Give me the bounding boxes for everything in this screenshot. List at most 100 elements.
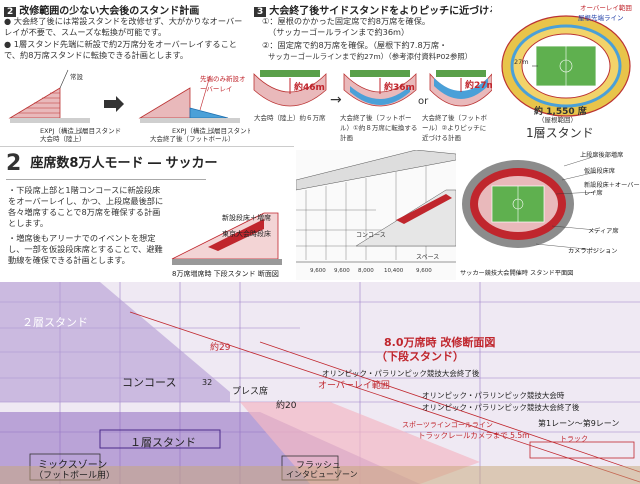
dim-5: 9,600 — [416, 268, 432, 274]
label-temp-tier: 仮設段床席 — [584, 168, 615, 175]
caption-mid: EXPJ（構造上） — [172, 127, 219, 135]
upper-tier — [0, 282, 230, 402]
dim-1: 9,600 — [310, 268, 326, 274]
svg-text:→: → — [330, 92, 342, 108]
panel-side-stand-plan: 3大会終了後サイドスタンドをよりピッチに近づける計画案 ①：屋根のかかった固定席… — [250, 0, 492, 142]
label-overlay-range: オーバーレイ範囲 — [580, 4, 632, 12]
section-title-text: 座席数8万人モード ― サッカー — [30, 156, 218, 171]
arrow-icon — [104, 96, 124, 112]
label-concourse: コンコース — [122, 376, 177, 389]
section-title-text: 大会終了後サイドスタンドをよりピッチに近づける計画案 — [269, 6, 492, 17]
label-media: メディア席 — [588, 228, 619, 235]
caption-3: 大会終了後（フットボール）②よりピッチに近づける計画 — [422, 114, 487, 142]
diagram-2 — [343, 70, 417, 107]
distance-2: 約36m — [384, 83, 415, 93]
label-overlay-range: オーバーレイ範囲 — [318, 381, 390, 391]
caption-1: 大会時（陸上）約６万席 — [254, 114, 326, 122]
renovation-title: 8.0万席時 改修断面図 — [384, 336, 496, 349]
stand-label-right: 1層目スタンド — [210, 127, 250, 135]
side-stand-diagram: → or — [253, 70, 492, 108]
lower-stand-section — [171, 212, 282, 265]
panel-stadium-plan: オーバーレイ範囲 屋根先端ライン 27m 約 1,550 席 （屋根範囲） 1層… — [492, 0, 640, 142]
plan-caption: サッカー競技大会開催時 スタンド平面図 — [460, 270, 574, 277]
label-press: プレス席 — [232, 387, 269, 397]
section-title-text: 改修範囲の少ない大会後のスタンド計画 — [19, 6, 200, 17]
label-tokyo-tier: 東京大会時段床 — [222, 230, 271, 238]
label-overlay-seats: 新設段床＋オーバーレイ席 — [584, 182, 640, 197]
caption-2: 大会終了後（フットボール）①約８万席に転換する計画 — [340, 114, 418, 142]
stand-right — [138, 87, 191, 119]
seats-count: 約 1,550 席 — [534, 107, 587, 117]
track-box — [529, 441, 635, 459]
label-after-games-2: オリンピック・パラリンピック競技大会終了後 — [422, 403, 580, 412]
renovation-section-drawing — [0, 282, 640, 484]
label-new-tier: 新設段床＋増席 — [222, 214, 271, 222]
title-underline — [6, 179, 206, 180]
bullet-1: ● 大会終了後には常設スタンドを改修せず、大がかりなオーバーレイが不要で、スムー… — [4, 16, 243, 37]
dim-3: 8,000 — [358, 268, 374, 274]
label-concourse: コンコース — [356, 232, 386, 239]
overlay-range — [240, 402, 480, 484]
dim-4: 10,400 — [384, 268, 404, 274]
caption-left: EXPJ（構造上） — [40, 127, 87, 135]
stand-right-new — [189, 107, 229, 119]
caption-left2: 大会時（陸上） — [40, 135, 86, 142]
label-flash-sub: インタビューゾーン — [286, 470, 358, 479]
label-space: スペース — [416, 254, 440, 261]
section-heading: 2 座席数8万人モード ― サッカー — [6, 151, 218, 176]
label-goal-line: スポーツラインゴールライン — [402, 421, 493, 429]
label-track-lanes: 第1レーン〜第9レーン — [538, 419, 620, 428]
section-number: 2 — [6, 151, 22, 176]
renovation-subtitle: （下段スタンド） — [376, 350, 464, 363]
tier1-box — [99, 429, 221, 449]
stand-label-left: 1層目スタンド — [78, 127, 122, 135]
label-tier1: １層スタンド — [130, 436, 196, 449]
stand-section-diagram — [8, 69, 240, 123]
seats-sub: （屋根範囲） — [538, 116, 577, 124]
bullet-2: ● 1層スタンド先端に新設で約2万席分をオーバーレイすることで、約8万席スタンド… — [4, 39, 237, 60]
item-1b: （サッカーゴールラインまで約36m） — [268, 27, 410, 37]
section-number: 2 — [4, 7, 17, 17]
caption-right: 大会終了後（フットボール） — [150, 135, 235, 142]
panel-renovation-section: ２層スタンド コンコース プレス席 約29 約20 32 １層スタンド ミックス… — [0, 282, 640, 484]
label-approx29: 約29 — [210, 343, 231, 353]
label-32: 32 — [202, 378, 213, 387]
stadium-plan-diagram — [501, 15, 631, 117]
item-1: ①：屋根のかかった固定席で約8万席を確保。 — [262, 16, 431, 26]
svg-text:or: or — [418, 96, 429, 107]
tier-label: 1層スタンド — [526, 126, 594, 140]
label-upper-rear: 上段席後部増席 — [580, 152, 624, 159]
label-mixed: ミックスゾーン — [38, 460, 108, 471]
section-number: 3 — [254, 7, 267, 17]
diagram-3 — [429, 70, 492, 107]
label-flash: フラッシュ — [296, 461, 342, 471]
panel-soccer-plan: 上段席後部増席 仮設段床席 新設段床＋オーバーレイ席 メディア席 カメラポジショ… — [456, 146, 640, 280]
item-2: ②：固定席で約8万席を確保。（屋根下約7.8万席・ — [262, 40, 448, 50]
label-permanent: 常設 — [70, 73, 83, 81]
bullet-2: ・増席後もアリーナでのイベントを想定し、一部を仮設段床席とすることで、避難動線を… — [8, 233, 163, 265]
distance-1: 約46m — [294, 83, 325, 93]
label-after-games: オリンピック・パラリンピック競技大会終了後 — [322, 369, 480, 378]
label-track-line: トラック — [560, 435, 588, 443]
distance-3: 約27m — [465, 81, 492, 91]
section-caption: 8万席増席時 下段スタンド 断面図 — [172, 270, 279, 278]
bullet-1: ・下段席上部と1階コンコースに新設段床をオーバーレイし、かつ、上段席最後部に各々… — [8, 185, 164, 228]
panel-section-drawing: コンコース スペース 9,600 9,600 8,000 10,400 9,60… — [296, 150, 456, 280]
section-drawing — [296, 150, 456, 263]
panel-soccer-mode: 2 座席数8万人モード ― サッカー ・下段席上部と1階コンコースに新設段床をオ… — [0, 146, 294, 281]
base-left — [10, 118, 90, 123]
label-tier2: ２層スタンド — [22, 316, 88, 329]
item-2b: サッカーゴールラインまで約27m）（参考添付資料P02参照） — [268, 52, 473, 61]
label-during-games: オリンピック・パラリンピック競技大会時 — [422, 391, 565, 400]
label-mixed-sub: （フットボール用） — [34, 471, 116, 481]
dim-2: 9,600 — [334, 268, 350, 274]
label-roof-line: 屋根先端ライン — [578, 14, 624, 22]
label-new-overlay: 先端のみ新設オーバーレイ — [200, 75, 246, 93]
soccer-plan-diagram — [462, 155, 597, 251]
diagram-1 — [253, 70, 327, 107]
label-27m: 27m — [514, 58, 529, 66]
base-right — [140, 118, 240, 123]
label-track-camera: トラックレールカメラまで 5.5m — [418, 431, 530, 440]
